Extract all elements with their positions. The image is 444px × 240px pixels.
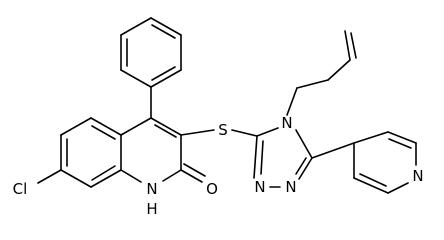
bond-triazole-pyridine: [311, 142, 355, 159]
bond-carbonyl: [180, 169, 203, 183]
carbonyl-oxygen-label: O: [206, 180, 218, 198]
quinolinone-nh-label: N: [146, 180, 157, 198]
molecule-structure: S N N N N N H O Cl: [13, 17, 424, 218]
bond-c-cl: [37, 169, 62, 184]
bond-c3-s: [180, 129, 215, 136]
allyl-group: [286, 30, 357, 116]
triazole-n4-label: N: [281, 114, 292, 132]
sulfur-atom-label: S: [218, 121, 228, 139]
pyridine-ring: [353, 131, 417, 194]
triazole-n1-label: N: [285, 178, 296, 196]
chlorine-label: Cl: [13, 180, 28, 198]
phenyl-ring: [120, 17, 182, 88]
benzo-ring: [60, 117, 122, 188]
triazole-n2-label: N: [254, 178, 265, 196]
hydrogen-label: H: [146, 200, 157, 218]
bond-carbonyl-double: [183, 163, 206, 177]
triazole-ring: [231, 127, 313, 188]
pyridine-nitrogen-label: N: [412, 167, 423, 185]
pyridinone-ring: [120, 117, 182, 183]
